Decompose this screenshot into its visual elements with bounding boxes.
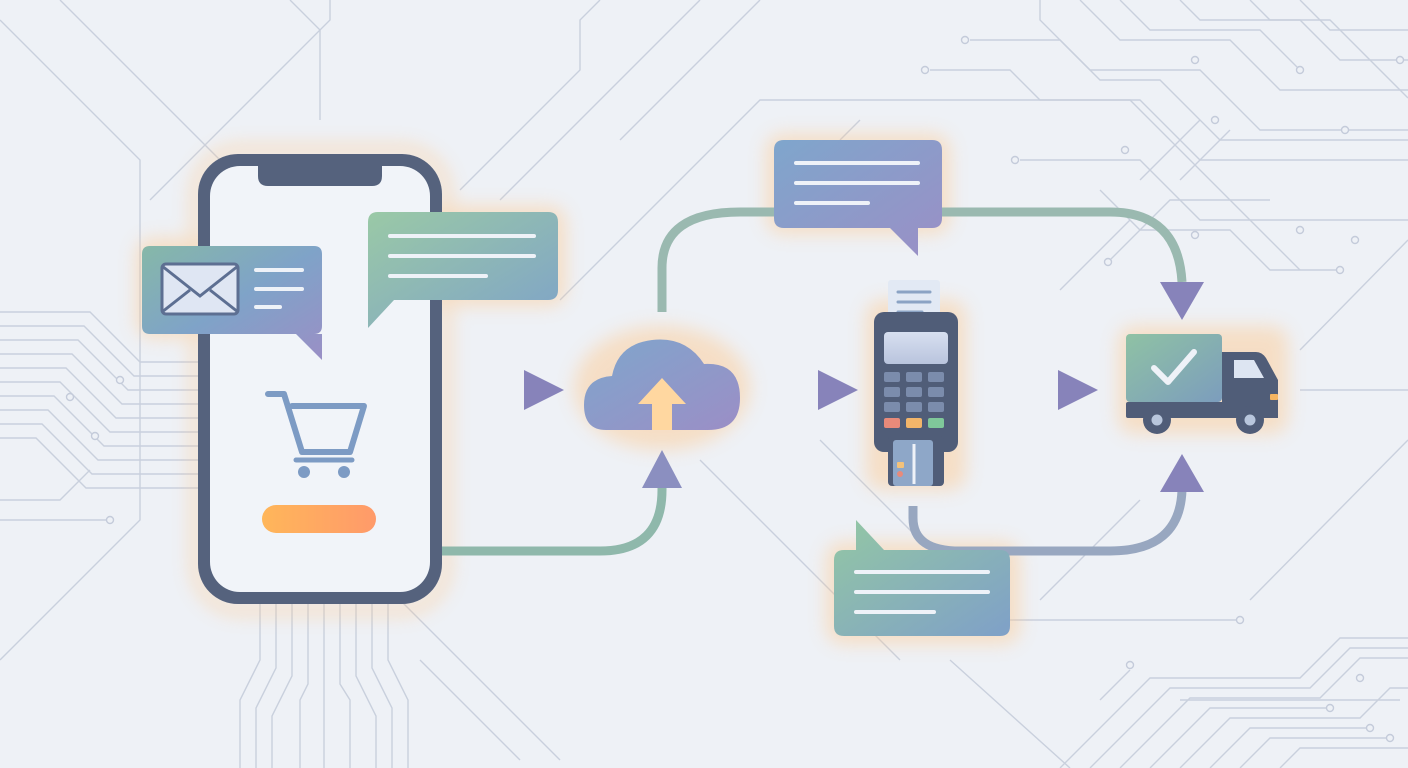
- arrow-cloud-to-truck-curve: [657, 207, 1187, 312]
- cloud-upload-icon: [584, 339, 740, 430]
- arrow-terminal-to-truck-curve: [908, 489, 1187, 556]
- message-bubble: [368, 212, 558, 328]
- message-bubble: [774, 140, 942, 256]
- checkmark-icon: [1151, 349, 1197, 385]
- checkout-button[interactable]: [262, 505, 376, 533]
- circuit-nodes: [65, 35, 1405, 743]
- shopping-cart-icon: [265, 391, 367, 478]
- arrow-heads: [524, 282, 1204, 492]
- email-message-bubble: [142, 246, 322, 360]
- arrow-phone-to-cloud-curve: [442, 480, 667, 556]
- credit-card-icon: [893, 440, 933, 486]
- message-bubble: [834, 520, 1010, 636]
- delivery-truck-icon: [1126, 334, 1278, 434]
- email-icon: [160, 262, 240, 316]
- flow-arrows: [442, 207, 1187, 556]
- payment-terminal-icon: [874, 280, 958, 486]
